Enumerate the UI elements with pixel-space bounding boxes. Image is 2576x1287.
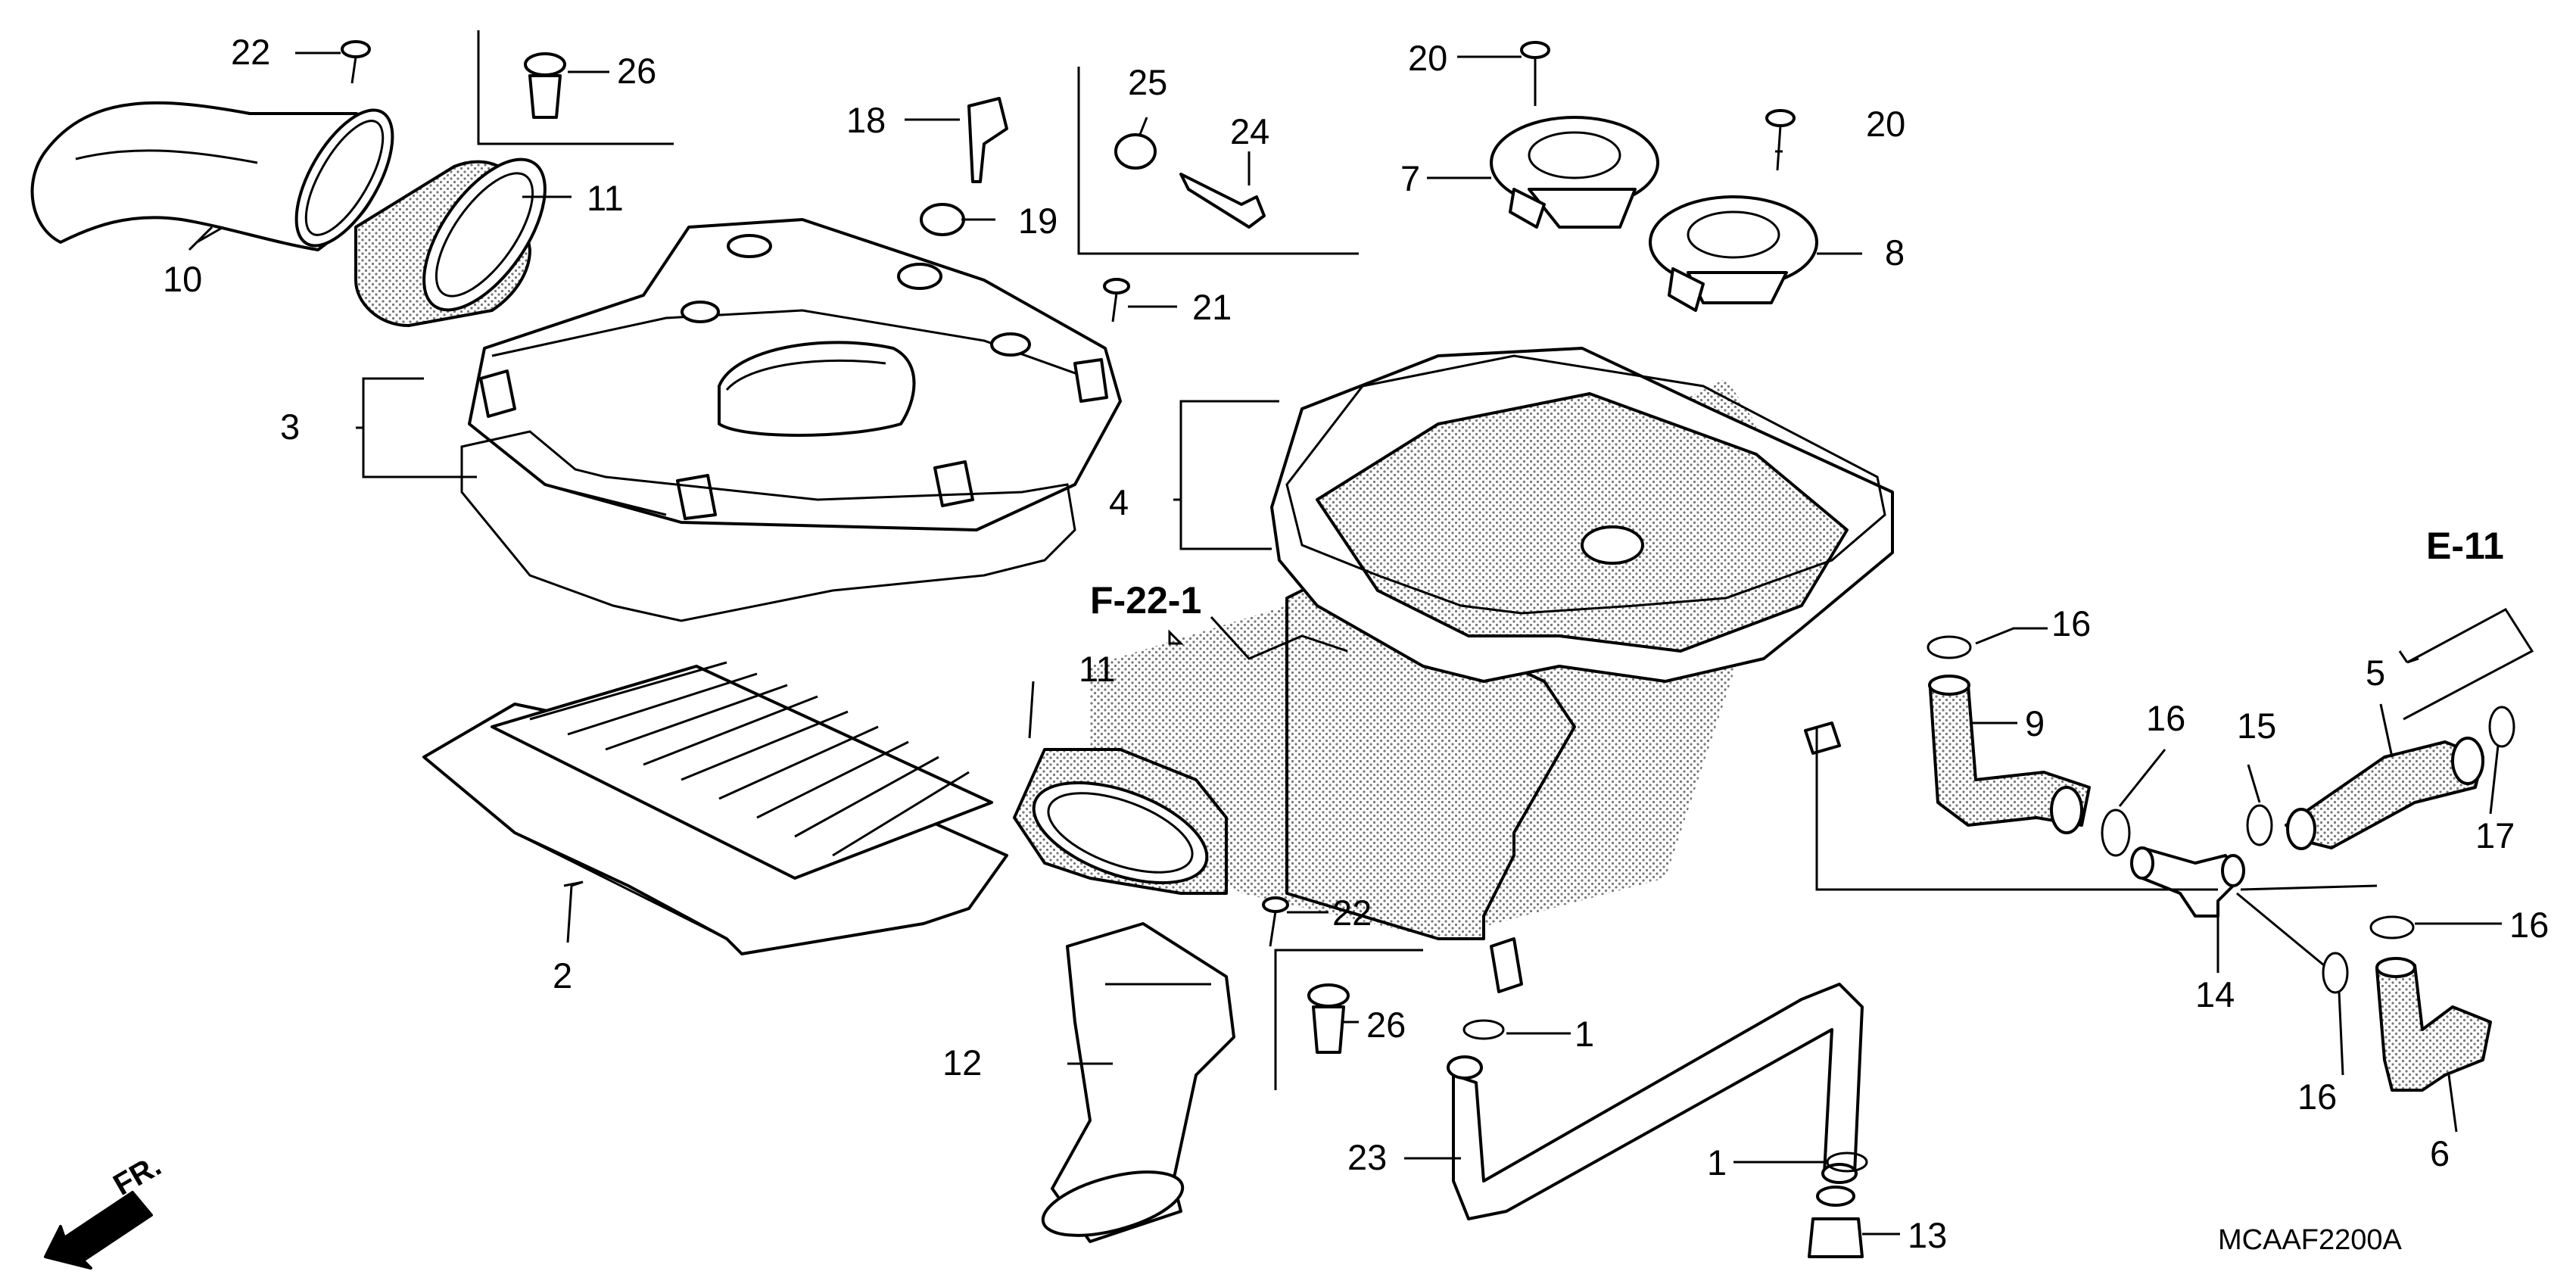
callout-5: 5 xyxy=(2366,653,2385,693)
part-18-breather xyxy=(967,97,1008,183)
part-12-lower-duct xyxy=(1041,922,1235,1243)
part-3-gasket xyxy=(460,430,1076,622)
ref-arrow-e11 xyxy=(2398,608,2534,721)
callout-20: 20 xyxy=(1408,38,1447,78)
part-24-bolt xyxy=(1179,173,1266,229)
bracket-26-lower xyxy=(1274,949,1423,1090)
callout-26-b: 26 xyxy=(1366,1005,1406,1045)
reference-f22: F-22-1 xyxy=(1090,579,1201,622)
callout-22-b: 22 xyxy=(1332,893,1372,933)
bracket-26-upper xyxy=(477,30,674,145)
front-arrow: FR. xyxy=(44,1148,167,1270)
callout-12: 12 xyxy=(942,1042,982,1083)
callout-4: 4 xyxy=(1109,482,1129,522)
bracket-3 xyxy=(356,377,477,478)
part-25-grommet xyxy=(1114,133,1157,170)
callout-15: 15 xyxy=(2237,706,2276,746)
bracket-4 xyxy=(1173,400,1279,550)
callout-16-c: 16 xyxy=(2509,905,2549,945)
callout-3: 3 xyxy=(280,407,300,447)
callout-16-d: 16 xyxy=(2297,1077,2337,1117)
part-2-air-filter xyxy=(422,661,1008,955)
callout-18: 18 xyxy=(846,100,886,140)
part-20-bolt-a xyxy=(1520,41,1550,106)
part-11-seal-lower xyxy=(1013,748,1228,895)
part-22-screw-lower xyxy=(1262,896,1289,947)
part-11-seal-upper xyxy=(354,157,547,327)
leader-lines xyxy=(188,51,2502,1236)
part-13-drain-plug xyxy=(1808,1186,1864,1258)
reference-e11: E-11 xyxy=(2426,525,2504,567)
callout-9: 9 xyxy=(2025,703,2045,743)
callout-1: 1 xyxy=(1575,1014,1594,1054)
part-4-case xyxy=(1270,347,1894,993)
part-20-bolt-b xyxy=(1765,109,1796,171)
callout-21: 21 xyxy=(1192,287,1232,327)
part-10-intake-duct xyxy=(30,101,394,251)
callout-17: 17 xyxy=(2475,815,2515,855)
callout-11: 11 xyxy=(587,178,624,218)
callout-26: 26 xyxy=(617,51,656,91)
part-17-clip xyxy=(2488,706,2515,748)
callout-11-b: 11 xyxy=(1079,649,1116,689)
callout-22: 22 xyxy=(231,32,270,72)
ref-arrow-f22 xyxy=(1168,615,1348,660)
part-26-clip-upper xyxy=(524,52,566,119)
bracket-24-25 xyxy=(1077,67,1359,255)
part-8-funnel xyxy=(1649,195,1818,312)
callout-20-b: 20 xyxy=(1866,104,1905,144)
part-23-drain-tube xyxy=(1447,983,1864,1220)
part-26-clip-lower xyxy=(1307,983,1350,1054)
callout-25: 25 xyxy=(1128,62,1167,102)
callout-14: 14 xyxy=(2195,974,2235,1014)
callout-19: 19 xyxy=(1018,201,1057,241)
part-3-cover xyxy=(468,218,1122,531)
callout-1-b: 1 xyxy=(1707,1142,1727,1183)
callout-16-b: 16 xyxy=(2146,698,2185,738)
callout-23: 23 xyxy=(1347,1137,1387,1177)
front-arrow-label: FR. xyxy=(108,1148,167,1201)
part-15-clip xyxy=(2246,804,2273,846)
callout-13: 13 xyxy=(1908,1215,1947,1255)
part-9-hose xyxy=(1928,675,2091,834)
part-14-t-joint xyxy=(2130,846,2245,918)
diagram-code: MCAAF2200A xyxy=(2218,1224,2403,1256)
part-6-hose xyxy=(2375,957,2492,1092)
part-1-clip-a xyxy=(1462,1019,1505,1040)
callout-16: 16 xyxy=(2051,603,2091,644)
part-22-screw-upper xyxy=(341,40,371,84)
callout-7: 7 xyxy=(1400,158,1420,198)
part-21-screw xyxy=(1103,278,1130,323)
callout-10: 10 xyxy=(163,259,202,299)
part-7-funnel xyxy=(1490,116,1659,229)
part-19-grommet xyxy=(920,203,965,236)
callout-24: 24 xyxy=(1230,111,1269,151)
part-1-clip-b xyxy=(1826,1151,1868,1173)
part-16-clips xyxy=(1927,635,2415,994)
callout-8: 8 xyxy=(1885,232,1905,273)
callout-6: 6 xyxy=(2430,1133,2450,1173)
callout-2: 2 xyxy=(553,955,572,996)
part-5-hose xyxy=(2285,737,2484,850)
